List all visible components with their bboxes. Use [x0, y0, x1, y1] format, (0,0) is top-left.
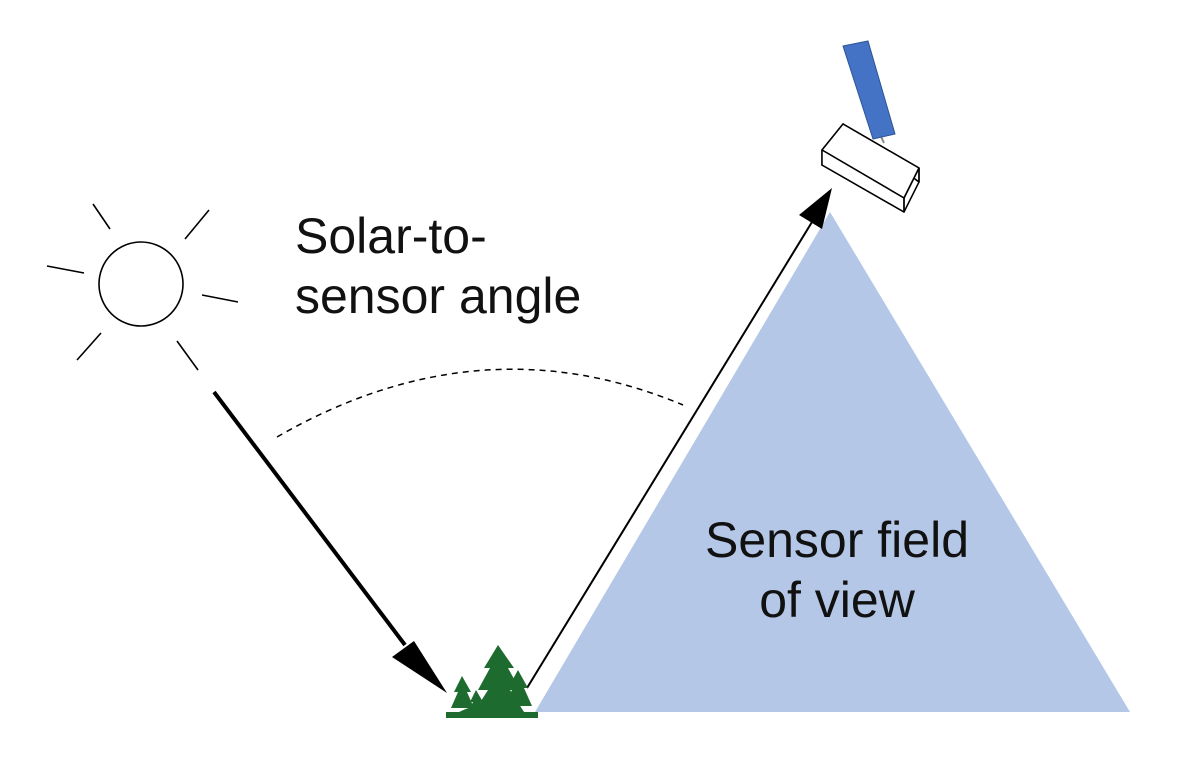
reflected-ray-arrowhead — [799, 188, 832, 229]
sun-icon — [46, 203, 239, 371]
field-of-view-triangle — [535, 212, 1130, 712]
solar-to-sensor-angle-label: Solar-to- sensor angle — [295, 206, 581, 326]
angle-label-line-2: sensor angle — [295, 268, 582, 324]
fov-label-line-2: of view — [759, 572, 915, 628]
trees-icon — [446, 645, 538, 718]
fov-label-line-1: Sensor field — [704, 512, 970, 568]
solar-panel — [842, 40, 896, 140]
solar-ray-arrowhead — [392, 641, 447, 693]
solar-ray-arrow — [212, 390, 407, 647]
angle-arc — [276, 368, 684, 438]
sensor-field-of-view-label: Sensor field of view — [692, 510, 982, 630]
reflected-ray-arrow — [526, 221, 813, 689]
satellite-icon — [821, 40, 920, 213]
angle-label-line-1: Solar-to- — [295, 208, 487, 264]
